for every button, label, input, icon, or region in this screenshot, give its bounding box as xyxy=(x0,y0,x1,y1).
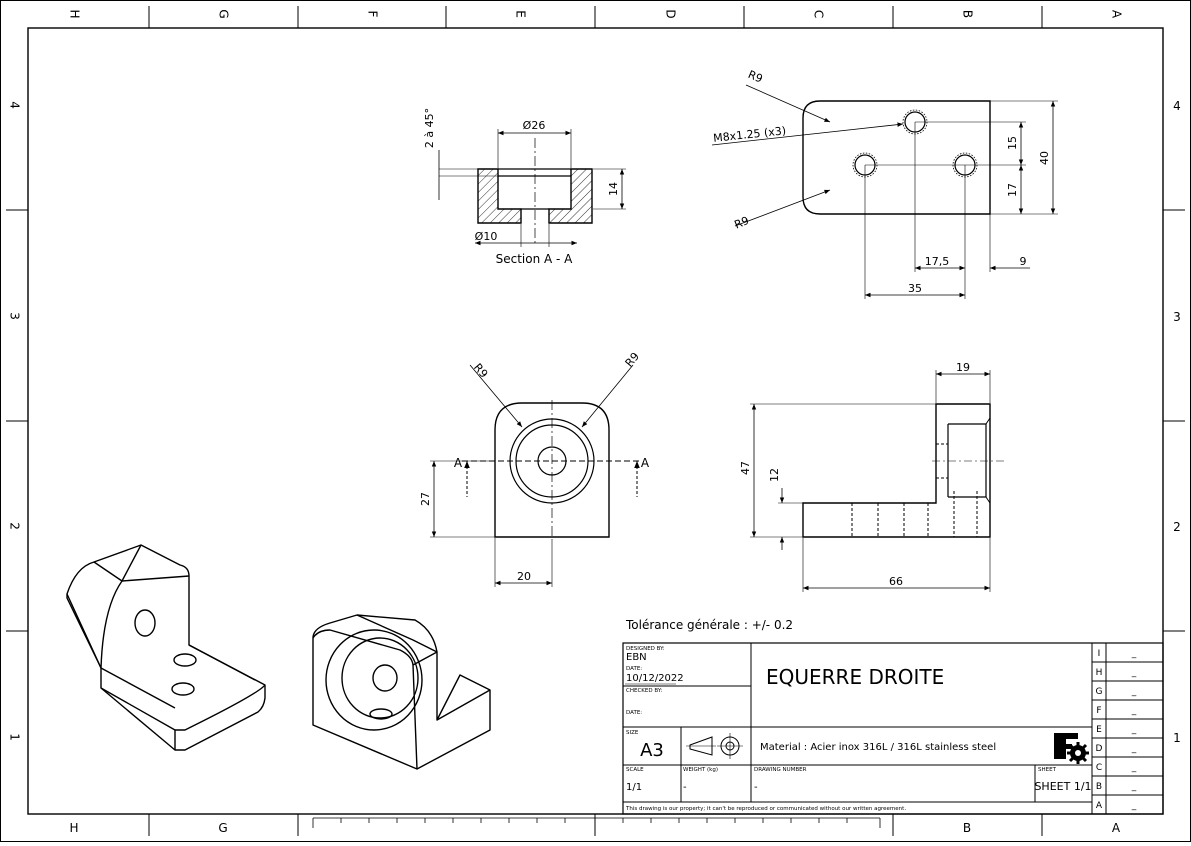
section-mark-a-right: A xyxy=(641,456,650,470)
zone-letter-bottom: H xyxy=(69,821,78,835)
zone-number-left: 3 xyxy=(8,312,22,320)
zone-letter-top: C xyxy=(812,10,826,18)
dim-diameter-10: Ø10 xyxy=(475,230,498,243)
isometric-view-right xyxy=(312,614,491,770)
radius-r9-right: R9 xyxy=(623,350,642,370)
sheet-number: SHEET 1/1 xyxy=(1034,780,1091,793)
zone-number-left: 1 xyxy=(8,733,22,741)
zone-letter-bottom: G xyxy=(218,821,227,835)
isometric-view-left xyxy=(66,544,266,751)
revision-letter: I xyxy=(1098,649,1101,659)
weight-value: - xyxy=(683,782,687,793)
dim-17: 17 xyxy=(1006,183,1019,197)
drawing-title: EQUERRE DROITE xyxy=(766,665,944,689)
zone-letter-bottom: A xyxy=(1112,821,1121,835)
first-angle-projection-icon xyxy=(686,733,743,759)
designed-by-label: DESIGNED BY: xyxy=(626,646,665,652)
scale-ruler xyxy=(312,817,881,828)
zone-number-left: 4 xyxy=(8,101,22,109)
zone-number-right: 4 xyxy=(1173,99,1181,113)
revision-letter: G xyxy=(1096,687,1103,697)
tolerance-note: Tolérance générale : +/- 0.2 xyxy=(625,618,793,632)
zone-number-right: 2 xyxy=(1173,520,1181,534)
dim-17-5: 17,5 xyxy=(925,255,950,268)
dim-35: 35 xyxy=(908,282,922,295)
date-label: DATE: xyxy=(626,666,642,672)
property-notice: This drawing is our property; it can't b… xyxy=(625,806,906,812)
revision-value: _ xyxy=(1131,725,1137,735)
designed-by: EBN xyxy=(626,652,647,663)
revision-value: _ xyxy=(1131,668,1137,678)
design-date: 10/12/2022 xyxy=(626,673,684,684)
radius-r9-left: R9 xyxy=(471,361,490,381)
zone-number-right: 3 xyxy=(1173,310,1181,324)
dim-9: 9 xyxy=(1020,255,1027,268)
zone-letter-top: F xyxy=(366,11,380,18)
radius-r9-bottom: R9 xyxy=(732,214,750,232)
dim-12: 12 xyxy=(768,468,781,482)
zone-letter-top: H xyxy=(68,9,82,18)
dim-19: 19 xyxy=(956,361,970,374)
section-caption: Section A - A xyxy=(496,252,574,266)
zone-number-right: 1 xyxy=(1173,731,1181,745)
dim-20: 20 xyxy=(517,570,531,583)
dim-depth-14: 14 xyxy=(607,182,620,196)
scale-label: SCALE xyxy=(626,767,644,773)
sheet-label: SHEET xyxy=(1038,767,1057,773)
radius-r9-top: R9 xyxy=(746,68,765,86)
checked-date-label: DATE: xyxy=(626,710,642,716)
revision-letter: F xyxy=(1096,706,1101,716)
revision-value: _ xyxy=(1131,687,1137,697)
dim-47: 47 xyxy=(739,461,752,475)
revision-value: _ xyxy=(1131,649,1137,659)
revision-value: _ xyxy=(1131,782,1137,792)
revision-letter: D xyxy=(1096,744,1103,754)
section-mark-a-left: A xyxy=(454,456,463,470)
dim-chamfer: 2 à 45° xyxy=(423,108,436,148)
freecad-logo-icon xyxy=(1054,733,1089,764)
size-label: SIZE xyxy=(626,730,639,736)
dim-40: 40 xyxy=(1038,151,1051,165)
section-a-a-view: Ø26 14 2 à 45° Ø10 Section A - A xyxy=(423,108,626,266)
zone-letter-top: B xyxy=(961,10,975,18)
drawing-number: - xyxy=(754,782,758,793)
revision-value: _ xyxy=(1131,744,1137,754)
front-view: A A 27 20 R9 R9 xyxy=(419,350,650,587)
revision-letter: B xyxy=(1096,782,1102,792)
dim-27: 27 xyxy=(419,492,432,506)
revision-letter: C xyxy=(1096,763,1102,773)
zone-letter-top: A xyxy=(1110,10,1124,19)
revision-value: _ xyxy=(1131,706,1137,716)
material: Material : Acier inox 316L / 316L stainl… xyxy=(760,742,996,753)
weight-label: WEIGHT (kg) xyxy=(683,767,718,773)
thread-callout: M8x1.25 (x3) xyxy=(713,124,787,145)
sheet-size: A3 xyxy=(640,740,664,761)
checked-by-label: CHECKED BY: xyxy=(626,688,662,694)
revision-value: _ xyxy=(1131,763,1137,773)
zone-letter-bottom: B xyxy=(963,821,971,835)
revision-letter: A xyxy=(1096,801,1103,811)
zone-letter-top: D xyxy=(664,9,678,18)
zone-letter-top: G xyxy=(217,9,231,18)
zone-number-left: 2 xyxy=(8,522,22,530)
top-view: 15 17 40 17,5 9 35 R9 R9 M8x1.25 (x3) xyxy=(711,68,1058,299)
revision-letter: H xyxy=(1096,668,1103,678)
side-view: 47 12 19 66 xyxy=(739,361,1006,592)
dim-diameter-26: Ø26 xyxy=(523,119,546,132)
title-block: DESIGNED BY: EBN DATE: 10/12/2022 CHECKE… xyxy=(622,642,1164,815)
drawing-number-label: DRAWING NUMBER xyxy=(754,767,807,773)
dim-15: 15 xyxy=(1006,136,1019,150)
dim-66: 66 xyxy=(889,575,903,588)
scale-value: 1/1 xyxy=(626,782,642,793)
revision-letter: E xyxy=(1096,725,1102,735)
zone-letter-top: E xyxy=(514,10,528,18)
revision-value: _ xyxy=(1131,801,1137,811)
